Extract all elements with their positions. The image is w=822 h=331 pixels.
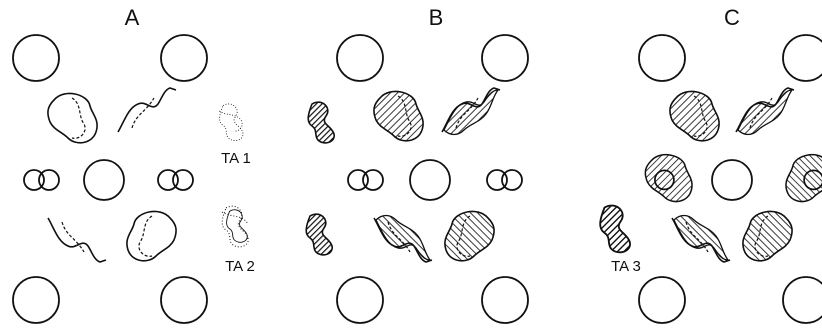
- ta1-molecule: [308, 102, 334, 143]
- lattice-circle: [161, 277, 207, 323]
- panel-label-a: A: [125, 5, 140, 30]
- molecule-hatched: [445, 211, 494, 260]
- twin-circle: [487, 170, 522, 190]
- lattice-circle: [13, 277, 59, 323]
- ta1-label: TA 1: [221, 150, 251, 167]
- lattice-circle: [712, 160, 752, 200]
- lattice-circle: [482, 35, 528, 81]
- lattice-circle: [639, 35, 685, 81]
- ta1-tracing: [219, 104, 243, 141]
- lattice-circle: [84, 160, 124, 200]
- molecule-outline: [48, 218, 106, 262]
- lattice-circle: [482, 277, 528, 323]
- molecule-outline: [127, 211, 176, 260]
- ta2-tracing: [222, 206, 248, 247]
- molecule-hatched: [672, 216, 730, 263]
- twin-circle: [348, 170, 383, 190]
- molecule-hatched: [374, 216, 432, 263]
- ta3-molecule: [600, 205, 630, 252]
- molecule-hatched: [736, 88, 794, 135]
- ta2-label: TA 2: [225, 258, 255, 275]
- lattice-circle: [337, 35, 383, 81]
- lattice-circle: [161, 35, 207, 81]
- panel-label-c: C: [724, 5, 740, 30]
- panel-label-b: B: [429, 5, 444, 30]
- lattice-circle: [13, 35, 59, 81]
- molecule-hatched: [670, 91, 719, 140]
- lattice-circle: [783, 35, 822, 81]
- molecule-hatched: [786, 155, 822, 202]
- molecule-hatched: [442, 88, 500, 135]
- lattice-circle: [639, 277, 685, 323]
- molecule-hatched: [645, 155, 692, 202]
- lattice-circle: [783, 277, 822, 323]
- molecule-hatched: [374, 91, 423, 140]
- ta3-label: TA 3: [611, 258, 641, 275]
- ta2-molecule: [306, 214, 332, 255]
- molecule-outline: [118, 88, 176, 132]
- molecule-hatched: [743, 211, 792, 260]
- twin-circle: [158, 170, 193, 190]
- lattice-circle: [337, 277, 383, 323]
- molecule-outline: [48, 93, 97, 142]
- lattice-circle: [410, 160, 450, 200]
- twin-circle: [24, 170, 59, 190]
